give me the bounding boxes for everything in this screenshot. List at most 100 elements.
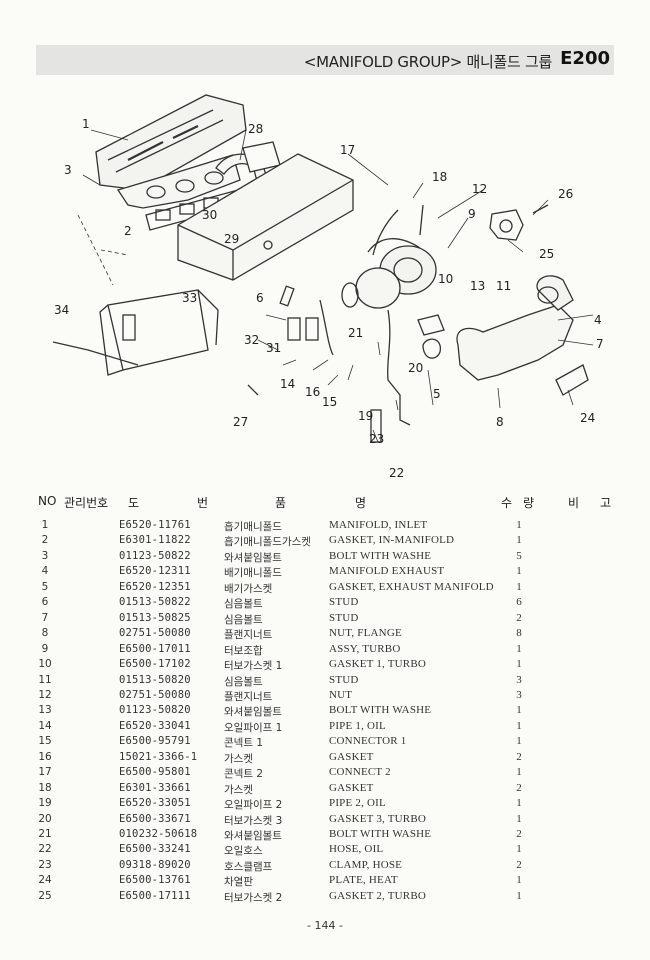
row-no: 5 (41, 580, 49, 593)
row-part-number: E6301-11822 (119, 534, 191, 547)
callout-13: 13 (470, 279, 485, 293)
row-korean-name: 심음볼트 (224, 675, 263, 688)
row-quantity: 1 (516, 735, 522, 748)
callout-10: 10 (438, 272, 453, 286)
row-korean-name: 흡기매니폴드가스켓 (224, 536, 311, 549)
row-quantity: 1 (516, 565, 522, 578)
callout-25: 25 (539, 247, 554, 261)
row-no: 9 (41, 642, 49, 655)
callout-20: 20 (408, 361, 423, 375)
callout-19: 19 (358, 409, 373, 423)
row-part-number: E6520-11761 (119, 519, 191, 531)
row-part-number: E6500-33671 (119, 812, 191, 825)
row-english-name: GASKET, IN-MANIFOLD (329, 534, 455, 547)
row-no: 7 (41, 611, 49, 624)
callout-32: 32 (244, 333, 259, 347)
row-korean-name: 오일파이프 2 (224, 799, 283, 812)
row-korean-name: 플랜지너트 (224, 629, 273, 642)
row-english-name: PLATE, HEAT (329, 874, 398, 887)
row-part-number: E6520-33041 (119, 719, 191, 732)
row-part-number: E6520-33051 (119, 797, 191, 810)
row-english-name: NUT, FLANGE (329, 627, 402, 640)
col-header-no: NO (38, 494, 57, 508)
callout-labels: 1 2 3 4 5 6 7 8 9 10 11 12 13 14 15 16 1… (54, 117, 604, 480)
row-no: 19 (38, 797, 52, 810)
callout-27: 27 (233, 415, 248, 429)
col-header-do: 도 (128, 496, 140, 510)
row-english-name: GASKET 2, TURBO (329, 889, 427, 902)
row-quantity: 1 (516, 704, 522, 717)
callout-1: 1 (82, 117, 90, 131)
callout-34: 34 (54, 303, 69, 317)
row-english-name: BOLT WITH WASHE (329, 704, 432, 717)
row-english-name: BOLT WITH WASHE (329, 549, 432, 562)
row-part-number: 15021-3366-1 (119, 750, 198, 763)
row-quantity: 1 (516, 766, 522, 779)
row-quantity: 1 (516, 658, 522, 671)
row-quantity: 2 (516, 781, 522, 794)
row-english-name: GASKET 3, TURBO (329, 812, 427, 825)
row-no: 14 (38, 719, 52, 732)
row-no: 22 (38, 843, 52, 856)
callout-33: 33 (182, 291, 197, 305)
turbo-gasket-drawing (489, 204, 549, 241)
row-korean-name: 와셔붙임볼트 (224, 706, 282, 719)
row-no: 24 (38, 874, 52, 887)
row-english-name: CONNECT 2 (329, 766, 391, 779)
row-quantity: 2 (516, 858, 522, 871)
row-english-name: ASSY, TURBO (329, 642, 401, 655)
exhaust-manifold-drawing (456, 275, 574, 381)
row-english-name: GASKET (329, 781, 374, 794)
callout-18: 18 (432, 170, 447, 184)
row-quantity: 3 (516, 688, 522, 701)
row-no: 25 (38, 889, 52, 902)
bracket-drawing (99, 289, 219, 376)
row-korean-name: 심음볼트 (224, 613, 263, 626)
row-part-number: 09318-89020 (119, 858, 191, 871)
oil-pipe-drawing (386, 309, 411, 426)
row-part-number: 01123-50820 (119, 704, 191, 717)
row-quantity: 1 (516, 580, 522, 593)
callout-22: 22 (389, 466, 404, 480)
row-korean-name: 와셔붙임볼트 (224, 551, 282, 564)
section-code: E200 (560, 48, 610, 69)
row-quantity: 1 (516, 797, 522, 810)
callout-9: 9 (468, 207, 476, 221)
row-english-name: STUD (329, 673, 359, 686)
callout-23: 23 (369, 432, 384, 446)
col-header-bi: 비 (568, 496, 580, 510)
row-english-name: STUD (329, 596, 359, 609)
row-no: 1 (41, 519, 49, 531)
row-quantity: 6 (516, 596, 522, 609)
row-part-number: 01123-50822 (119, 549, 191, 562)
col-header-ryang: 량 (523, 496, 535, 510)
callout-29: 29 (224, 232, 239, 246)
turbo-drawing (341, 204, 437, 309)
row-no: 12 (38, 688, 52, 701)
row-quantity: 2 (516, 611, 522, 624)
callout-28: 28 (248, 122, 263, 136)
row-quantity: 1 (516, 843, 522, 856)
row-no: 11 (38, 673, 52, 686)
callout-15: 15 (322, 395, 337, 409)
row-korean-name: 플랜지너트 (224, 690, 273, 703)
row-no: 6 (41, 596, 49, 609)
row-no: 20 (38, 812, 52, 825)
col-header-beon: 번 (197, 496, 209, 510)
row-no: 18 (38, 781, 52, 794)
row-quantity: 1 (516, 874, 522, 887)
